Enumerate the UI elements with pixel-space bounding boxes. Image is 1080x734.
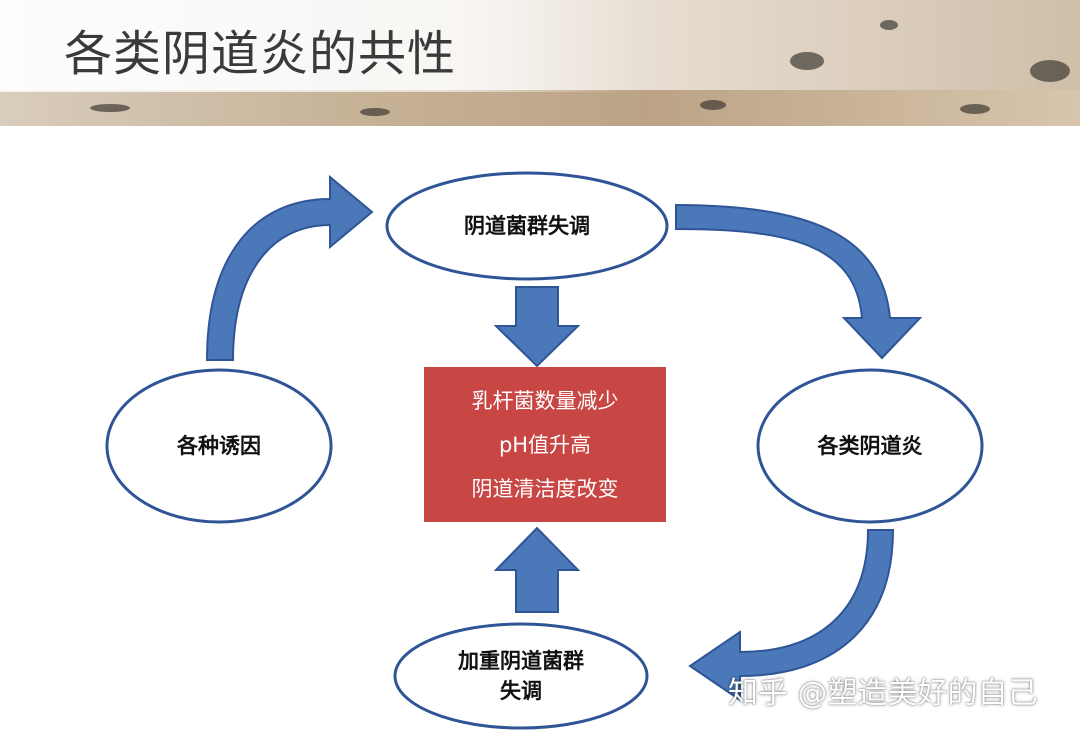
center-line-1: 乳杆菌数量减少 bbox=[471, 388, 619, 413]
title-banner: 各类阴道炎的共性 bbox=[0, 0, 1080, 126]
banner-texture-strip bbox=[0, 90, 1080, 126]
node-bottom-label-line2: 失调 bbox=[500, 679, 542, 703]
curved-arrow-right-to-bottom bbox=[688, 529, 895, 702]
cycle-diagram bbox=[105, 171, 984, 730]
node-bottom-label: 加重阴道菌群 失调 bbox=[395, 646, 647, 706]
node-bottom-label-line1: 加重阴道菌群 bbox=[458, 649, 584, 673]
banner-speck bbox=[90, 104, 130, 112]
node-bottom-ellipse bbox=[393, 622, 649, 730]
up-arrow-bottom-to-center bbox=[493, 526, 581, 613]
down-arrow-top-to-center bbox=[493, 286, 581, 368]
node-top-label: 阴道菌群失调 bbox=[464, 214, 590, 238]
node-right-ellipse bbox=[756, 368, 984, 524]
banner-speck bbox=[960, 104, 990, 114]
center-box: 乳杆菌数量减少 pH值升高 阴道清洁度改变 bbox=[424, 367, 666, 522]
banner-speck bbox=[1030, 60, 1070, 82]
page-title: 各类阴道炎的共性 bbox=[64, 26, 457, 82]
center-line-2: pH值升高 bbox=[498, 432, 592, 457]
curved-arrow-top-to-right bbox=[675, 203, 923, 360]
banner-fade bbox=[0, 0, 640, 92]
banner-speck bbox=[880, 20, 898, 30]
node-top-ellipse bbox=[385, 171, 669, 281]
banner-speck bbox=[700, 100, 726, 110]
curved-arrow-left-to-top bbox=[205, 174, 374, 361]
banner-speck bbox=[790, 52, 824, 70]
node-left-ellipse bbox=[105, 368, 333, 524]
node-left-label: 各种诱因 bbox=[177, 434, 261, 458]
banner-speck bbox=[360, 108, 390, 116]
center-line-3: 阴道清洁度改变 bbox=[471, 476, 619, 501]
node-right-label: 各类阴道炎 bbox=[817, 434, 923, 458]
watermark: 知乎 @塑造美好的自己 bbox=[728, 676, 1038, 711]
